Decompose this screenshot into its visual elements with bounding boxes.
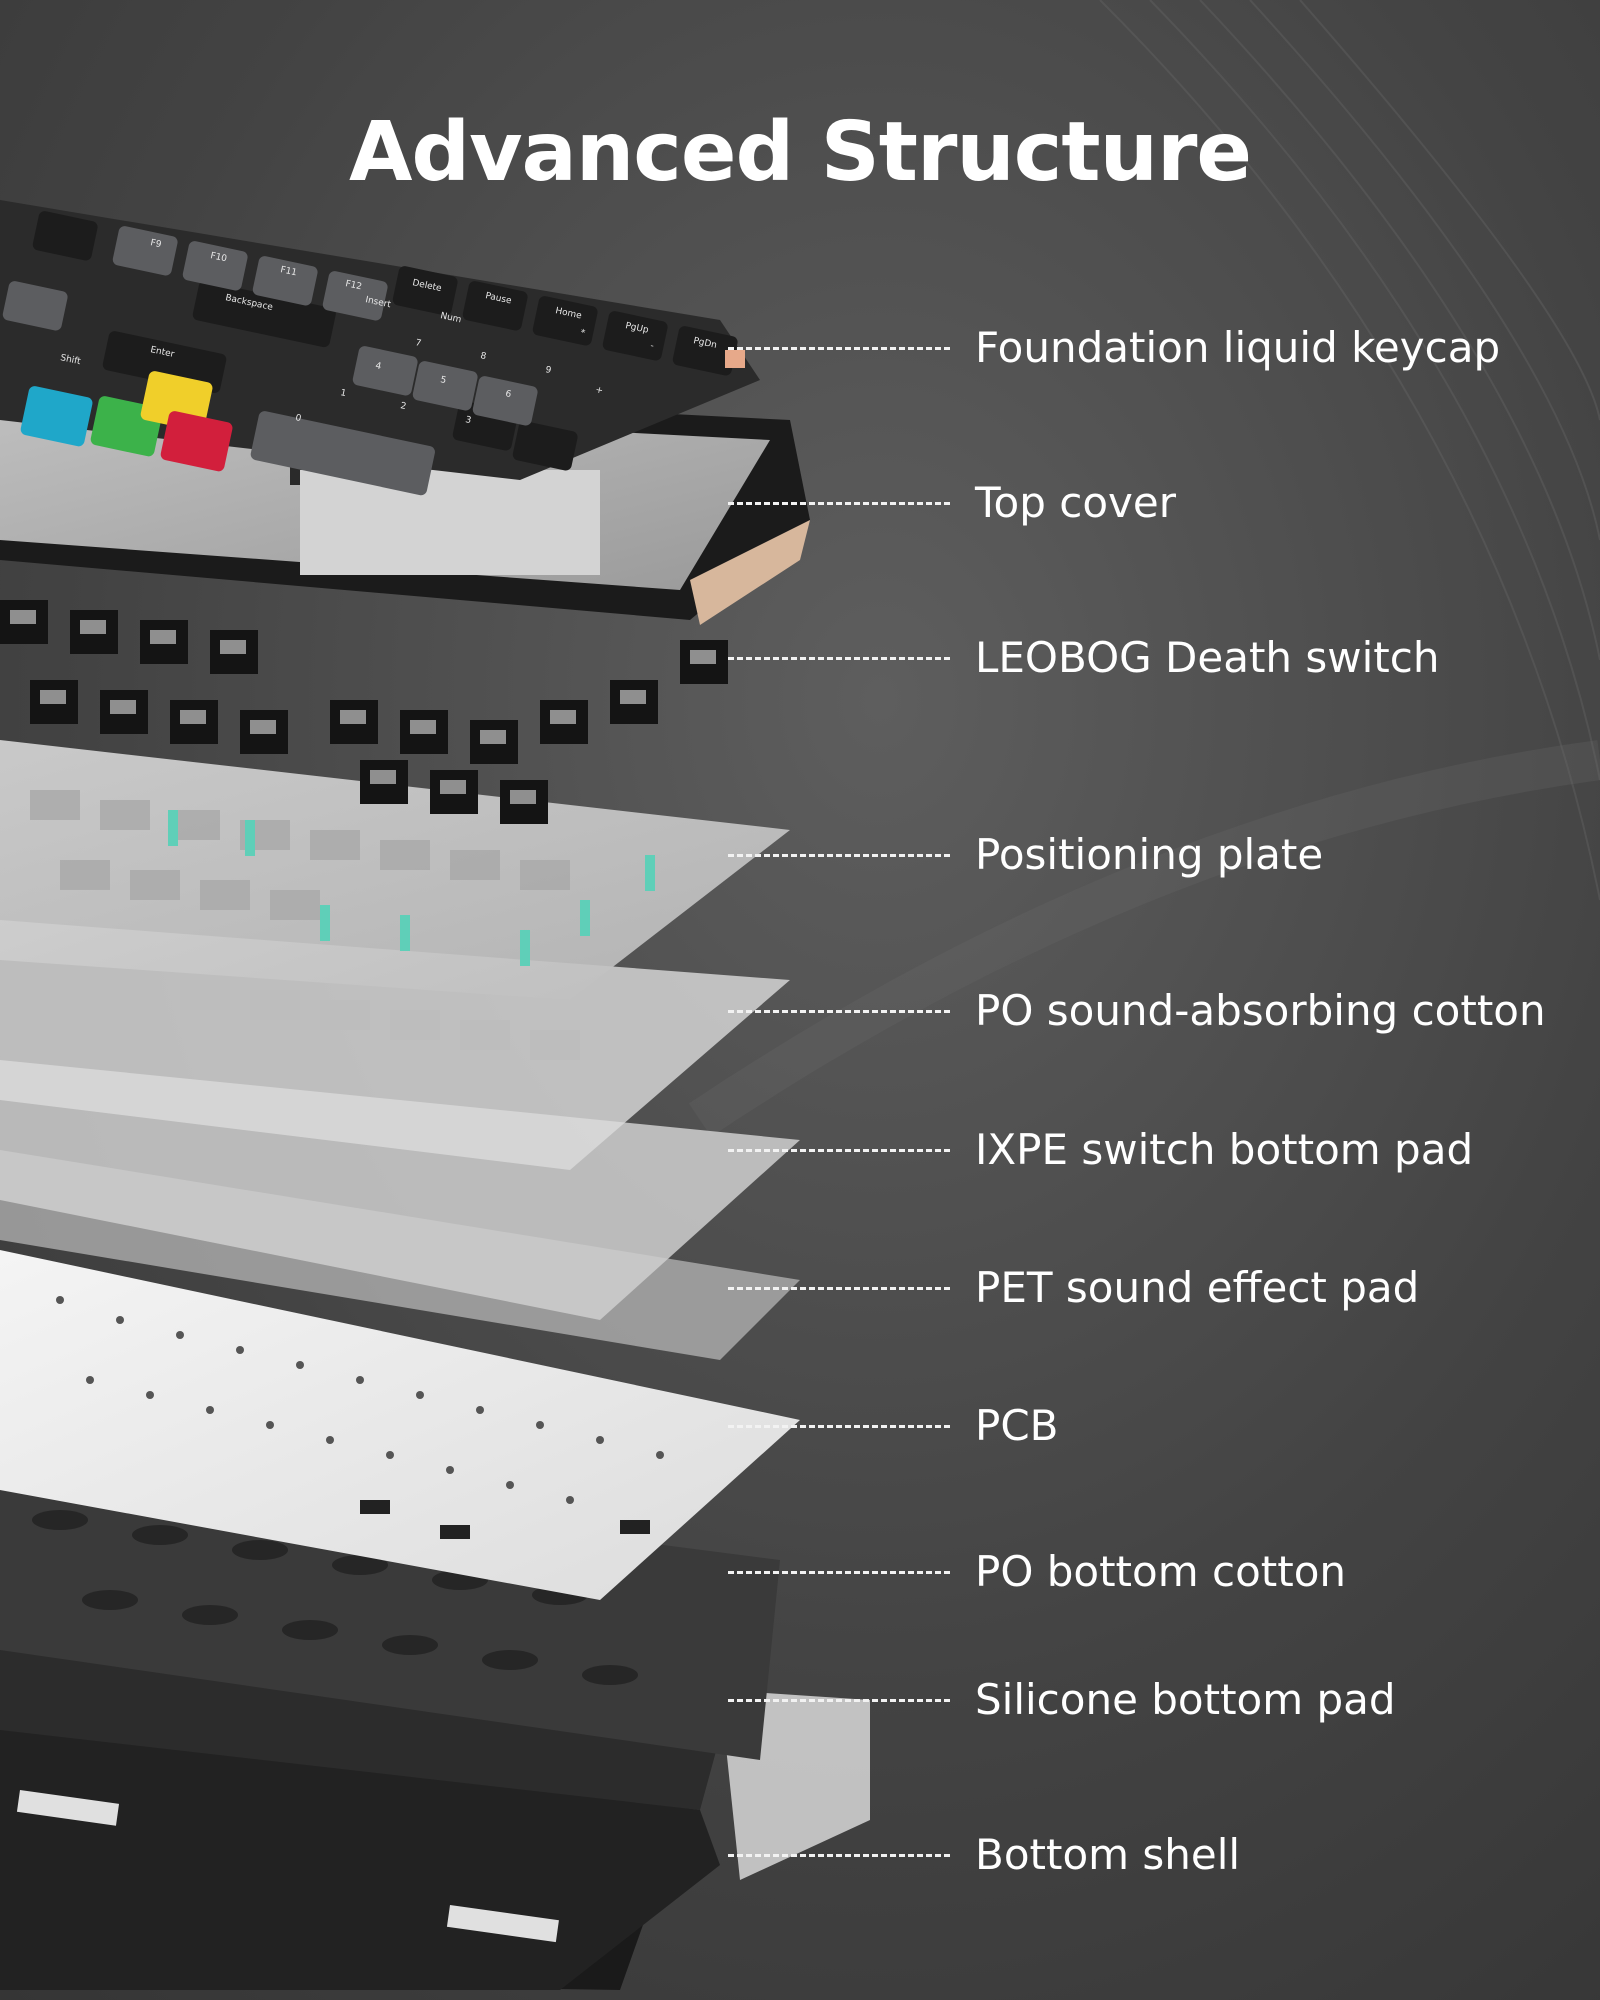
callout-foundation-liquid-keycap: Foundation liquid keycap (728, 318, 1600, 378)
callout-line (728, 347, 950, 350)
keycap-legend: PgUp (624, 321, 649, 336)
keycap-legend: 1 (339, 388, 347, 399)
callout-line (728, 1149, 950, 1152)
callout-line (728, 502, 950, 505)
keycap-legend: PgDn (692, 336, 717, 351)
callout-label: Bottom shell (975, 1830, 1241, 1879)
callout-label: IXPE switch bottom pad (975, 1125, 1474, 1174)
callout-pcb: PCB (728, 1396, 1600, 1456)
keycap-legend: 8 (479, 351, 487, 362)
keycaps-shape: F9 F10 F11 F12 Delete Pause Home PgUp Pg… (0, 200, 760, 496)
keycap-legend: F10 (209, 251, 228, 264)
keycap-legend: 7 (414, 338, 422, 349)
keycap-legend: Enter (149, 345, 175, 360)
callout-line (728, 1425, 950, 1428)
callout-line (728, 1854, 950, 1857)
callout-po-sound-absorbing-cotton: PO sound-absorbing cotton (728, 981, 1600, 1041)
callout-silicone-bottom-pad: Silicone bottom pad (728, 1670, 1600, 1730)
keycap-legend: 9 (544, 365, 552, 376)
keycap-legend: 0 (294, 413, 302, 424)
callout-label: PO sound-absorbing cotton (975, 986, 1546, 1035)
callout-label: Foundation liquid keycap (975, 323, 1501, 372)
callout-line (728, 1699, 950, 1702)
callout-line (728, 1010, 950, 1013)
callout-label: LEOBOG Death switch (975, 633, 1440, 682)
callout-ixpe-switch-bottom-pad: IXPE switch bottom pad (728, 1120, 1600, 1180)
keycap-legend: F11 (279, 265, 297, 278)
callout-leobog-death-switch: LEOBOG Death switch (728, 628, 1600, 688)
keycap-legend: 2 (399, 401, 407, 412)
callout-line (728, 1287, 950, 1290)
callout-label: PO bottom cotton (975, 1547, 1347, 1596)
keycap-legend: F9 (149, 238, 162, 250)
pcb-shape (0, 1250, 800, 1600)
keycap-blue (20, 386, 93, 447)
callout-bottom-shell: Bottom shell (728, 1825, 1600, 1885)
keycap-legend: 5 (439, 375, 447, 386)
switches-shape (0, 600, 728, 824)
keycap-legend: 6 (504, 389, 512, 400)
keycap-legend: Num (439, 311, 462, 325)
callout-line (728, 657, 950, 660)
callout-label: PCB (975, 1401, 1059, 1450)
callout-pet-sound-effect-pad: PET sound effect pad (728, 1258, 1600, 1318)
callout-po-bottom-cotton: PO bottom cotton (728, 1542, 1600, 1602)
keycap-legend: F12 (344, 279, 362, 292)
keycap-legend: + (594, 385, 603, 396)
background-arcs (688, 0, 1600, 1137)
keycap-legend: - (649, 341, 654, 351)
keycap-legend: * (579, 328, 586, 339)
page-title: Advanced Structure (348, 105, 1252, 200)
keycap-legend: Shift (59, 353, 82, 367)
keycap-red (160, 411, 233, 472)
callout-line (728, 1571, 950, 1574)
bottom-shell (0, 1690, 870, 1990)
callout-label: Top cover (975, 478, 1176, 527)
callout-positioning-plate: Positioning plate (728, 825, 1600, 885)
keycap-legend: 4 (374, 361, 382, 372)
callout-label: PET sound effect pad (975, 1263, 1420, 1312)
callout-label: Positioning plate (975, 830, 1324, 879)
callout-top-cover: Top cover (728, 473, 1600, 533)
callout-label: Silicone bottom pad (975, 1675, 1396, 1724)
callout-line (728, 854, 950, 857)
positioning-plate-shape (0, 740, 790, 1000)
keycap-legend: 3 (464, 415, 472, 426)
